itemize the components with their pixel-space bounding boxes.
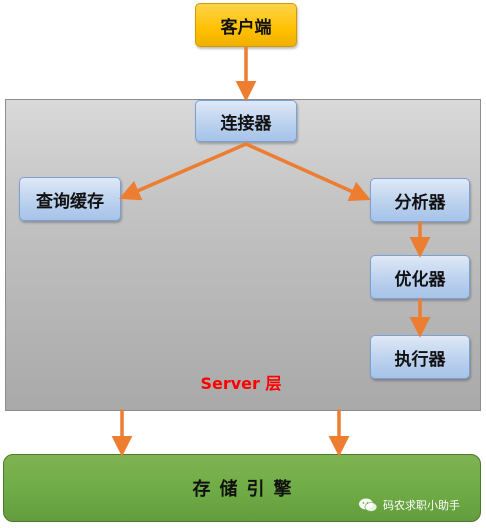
optimizer-node: 优化器 xyxy=(370,255,470,299)
analyzer-label: 分析器 xyxy=(394,192,446,213)
storage-engine-label: 存储引擎 xyxy=(192,479,301,500)
wechat-icon xyxy=(359,498,378,512)
executor-node: 执行器 xyxy=(370,335,470,379)
connector-label: 连接器 xyxy=(220,113,272,134)
optimizer-label: 优化器 xyxy=(394,269,446,290)
query-cache-node: 查询缓存 xyxy=(19,177,121,221)
storage-engine-node: 存储引擎 xyxy=(3,454,481,522)
watermark: 码农求职小助手 xyxy=(358,494,460,516)
analyzer-node: 分析器 xyxy=(370,178,470,222)
client-node: 客户端 xyxy=(195,3,297,47)
server-layer-label: Server 层 xyxy=(200,374,282,393)
executor-label: 执行器 xyxy=(394,349,446,370)
connector-node: 连接器 xyxy=(195,100,297,142)
client-label: 客户端 xyxy=(220,17,272,38)
watermark-text: 码农求职小助手 xyxy=(383,499,460,512)
query-cache-label: 查询缓存 xyxy=(36,191,104,212)
